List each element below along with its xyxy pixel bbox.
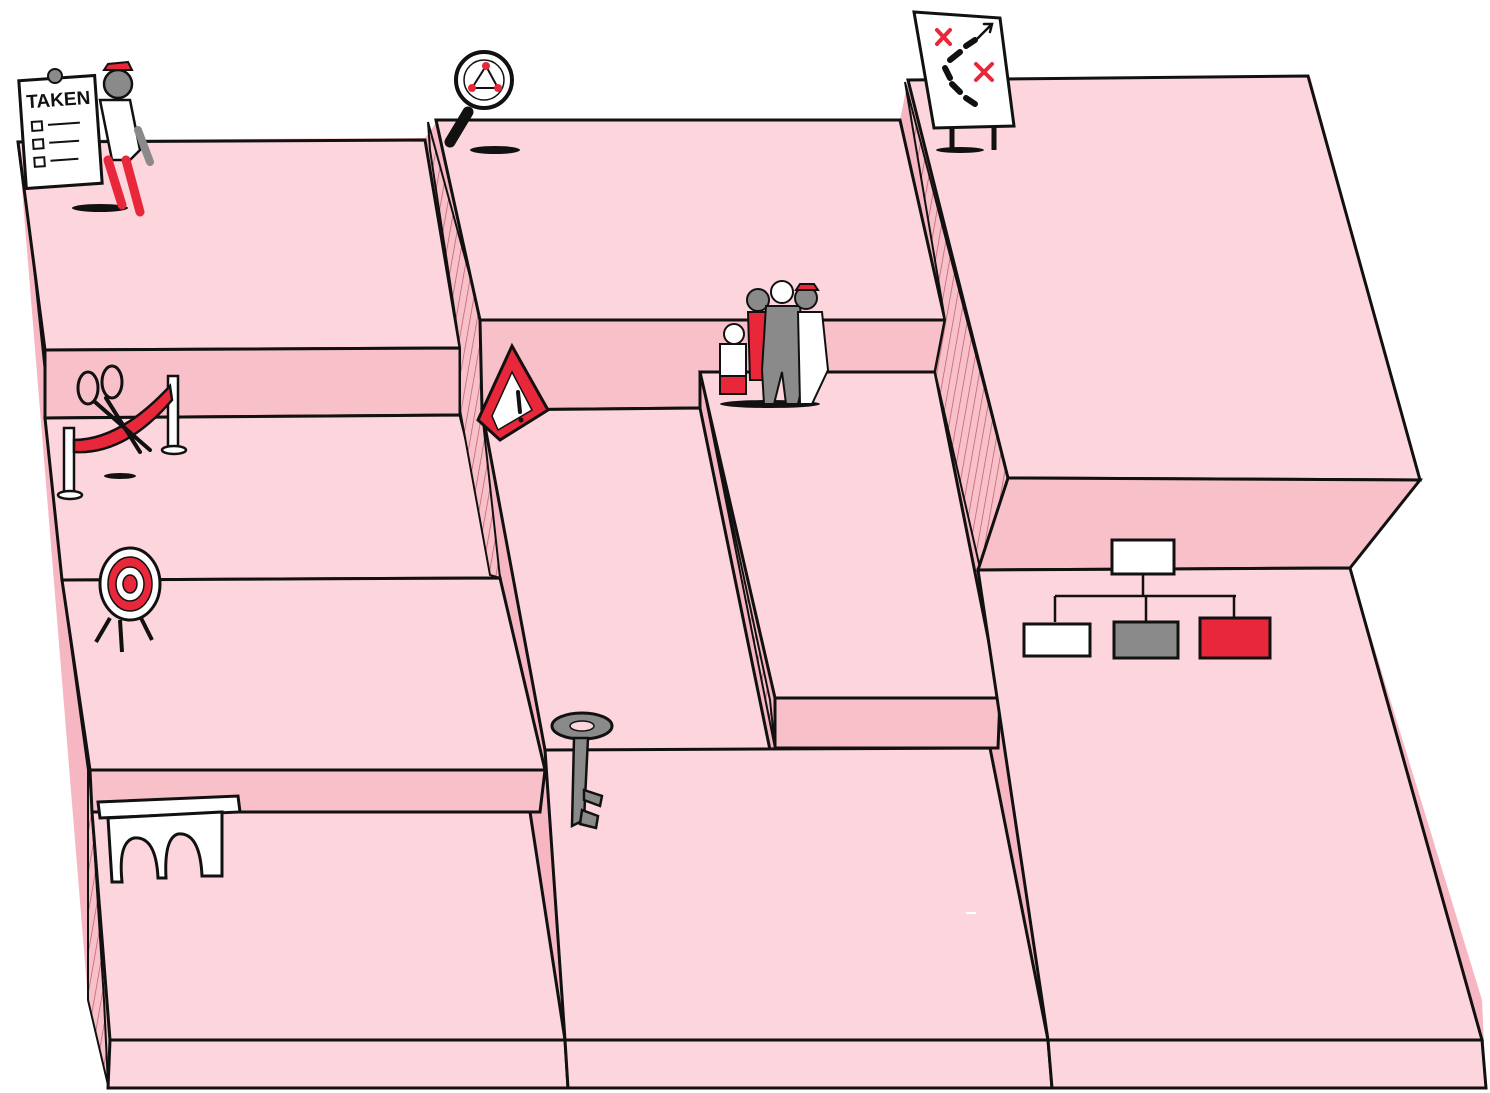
taken-sign-text: TAKEN (26, 88, 91, 113)
right-front-face (1048, 1040, 1486, 1088)
right-tier-1-riser (978, 478, 1420, 570)
center-block-front (775, 698, 1000, 748)
org-box-grey (1114, 622, 1178, 658)
mid-tier-3-top (545, 748, 1048, 1040)
mid-front-face (565, 1040, 1052, 1088)
left-front-face (108, 1040, 568, 1088)
org-box-white (1024, 624, 1090, 656)
org-box-red (1200, 618, 1270, 658)
tier-1-riser (45, 348, 460, 418)
